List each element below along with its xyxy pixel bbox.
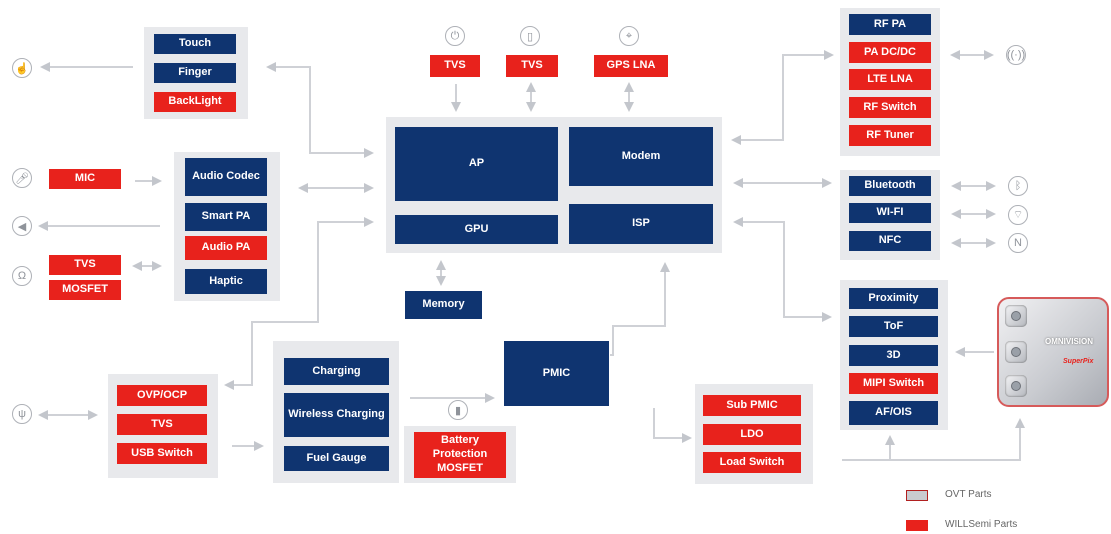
ap-block[interactable]: AP — [395, 127, 558, 201]
backlight-block[interactable]: BackLight — [154, 92, 236, 112]
nfc-icon: N — [1008, 233, 1028, 253]
legend-ws-label: WILLSemi Parts — [945, 519, 1018, 530]
wireless-charging-block[interactable]: Wireless Charging — [284, 393, 389, 437]
tof-block[interactable]: ToF — [849, 316, 938, 337]
modem-block[interactable]: Modem — [569, 127, 713, 186]
legend-ovt-swatch — [906, 490, 928, 501]
3d-block[interactable]: 3D — [849, 345, 938, 366]
rf-switch-block[interactable]: RF Switch — [849, 97, 931, 118]
battery-protection-block[interactable]: Battery Protection MOSFET — [414, 432, 506, 478]
legend-ws-swatch — [906, 520, 928, 531]
load-switch-block[interactable]: Load Switch — [703, 452, 801, 473]
gps-lna-block[interactable]: GPS LNA — [594, 55, 668, 77]
finger-block[interactable]: Finger — [154, 63, 236, 83]
tvs-sim-block[interactable]: TVS — [506, 55, 558, 77]
smart-pa-block[interactable]: Smart PA — [185, 203, 267, 231]
touch-block[interactable]: Touch — [154, 34, 236, 54]
battery-icon: ▮ — [448, 400, 468, 420]
usb-switch-block[interactable]: USB Switch — [117, 443, 207, 464]
mipi-switch-block[interactable]: MIPI Switch — [849, 373, 938, 394]
sim-icon: ▯ — [520, 26, 540, 46]
charging-block[interactable]: Charging — [284, 358, 389, 385]
audio-pa-block[interactable]: Audio PA — [185, 236, 267, 260]
sub-pmic-block[interactable]: Sub PMIC — [703, 395, 801, 416]
camera-lens-icon — [1005, 375, 1027, 397]
superpix-logo: SuperPix — [1063, 358, 1094, 365]
pa-dcdc-block[interactable]: PA DC/DC — [849, 42, 931, 63]
pmic-block[interactable]: PMIC — [504, 341, 609, 406]
tvs-usb-block[interactable]: TVS — [117, 414, 207, 435]
gpu-block[interactable]: GPU — [395, 215, 558, 244]
headphone-icon: Ω — [12, 266, 32, 286]
rf-tuner-block[interactable]: RF Tuner — [849, 125, 931, 146]
proximity-block[interactable]: Proximity — [849, 288, 938, 309]
power-icon: ⏻ — [445, 26, 465, 46]
af-ois-block[interactable]: AF/OIS — [849, 401, 938, 425]
nfc-block[interactable]: NFC — [849, 231, 931, 251]
mosfet-audio-block[interactable]: MOSFET — [49, 280, 121, 300]
mic-block[interactable]: MIC — [49, 169, 121, 189]
rf-pa-block[interactable]: RF PA — [849, 14, 931, 35]
memory-block[interactable]: Memory — [405, 291, 482, 319]
tvs-power-block[interactable]: TVS — [430, 55, 480, 77]
location-icon: ⌖ — [619, 26, 639, 46]
bluetooth-block[interactable]: Bluetooth — [849, 176, 931, 196]
haptic-block[interactable]: Haptic — [185, 269, 267, 294]
tvs-audio-block[interactable]: TVS — [49, 255, 121, 275]
camera-module-image: OMNIVISION SuperPix — [997, 297, 1109, 407]
audio-codec-block[interactable]: Audio Codec — [185, 158, 267, 196]
ldo-block[interactable]: LDO — [703, 424, 801, 445]
microphone-icon: 🎤︎ — [12, 168, 32, 188]
omnivision-logo: OMNIVISION — [1045, 337, 1094, 346]
bluetooth-icon: ᛒ — [1008, 176, 1028, 196]
camera-lens-icon — [1005, 341, 1027, 363]
wifi-icon: ⌔ — [1008, 205, 1028, 225]
camera-lens-icon — [1005, 305, 1027, 327]
fuel-gauge-block[interactable]: Fuel Gauge — [284, 446, 389, 471]
isp-block[interactable]: ISP — [569, 204, 713, 244]
wifi-block[interactable]: WI-FI — [849, 203, 931, 223]
usb-icon: ψ — [12, 404, 32, 424]
speaker-icon: ◀ — [12, 216, 32, 236]
wireless-signal-icon: ((·)) — [1006, 45, 1026, 65]
lte-lna-block[interactable]: LTE LNA — [849, 69, 931, 90]
touch-hand-icon: ☝ — [12, 58, 32, 78]
legend-ovt-label: OVT Parts — [945, 489, 992, 500]
ovp-ocp-block[interactable]: OVP/OCP — [117, 385, 207, 406]
